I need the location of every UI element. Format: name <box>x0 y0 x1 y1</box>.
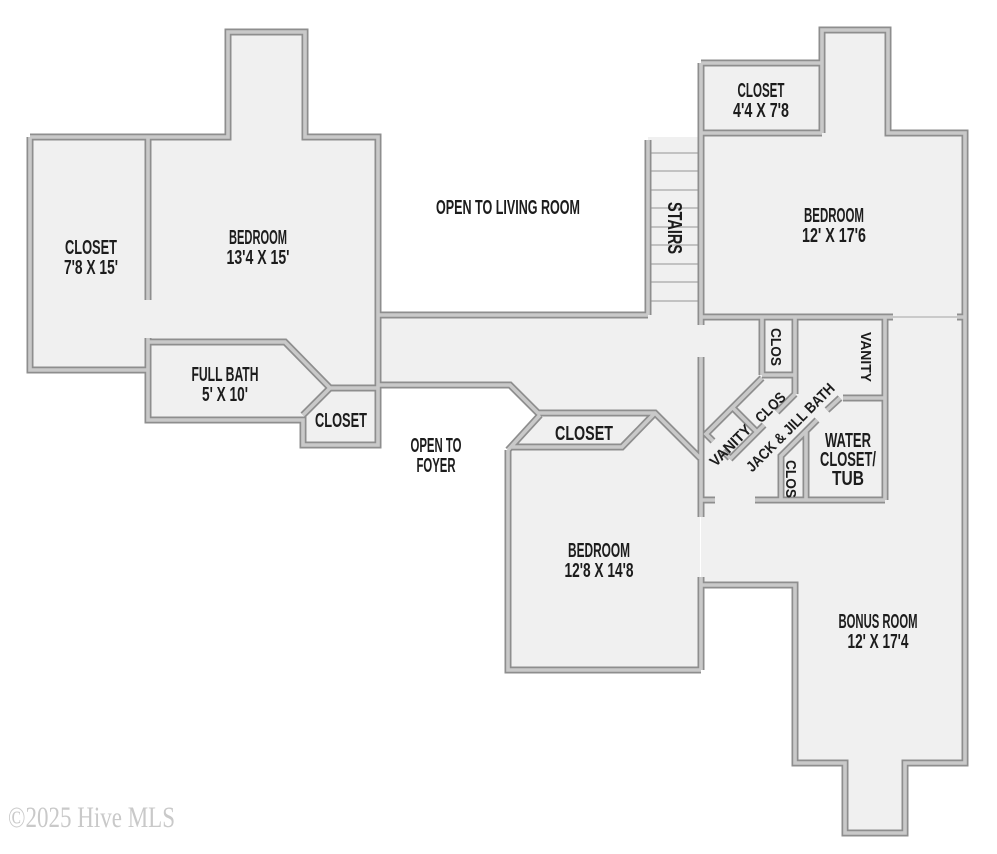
water-closet-line2: CLOSET/ <box>820 449 876 471</box>
vanity-right-label: VANITY <box>857 332 874 382</box>
stairs-label: STAIRS <box>663 202 685 254</box>
bonus-room-label: BONUS ROOM <box>839 611 918 633</box>
open-to-foyer-line2: FOYER <box>417 455 456 477</box>
clos-top-label: CLOS <box>767 328 784 366</box>
bedroom-13x15-dims: 13'4 X 15' <box>227 247 290 269</box>
water-closet-line3: TUB <box>832 468 864 490</box>
bedroom-12x14-label: BEDROOM <box>568 540 630 562</box>
bedroom-12x17-label: BEDROOM <box>804 205 864 227</box>
closet-4x7-dims: 4'4 X 7'8 <box>733 100 789 122</box>
full-bath-label: FULL BATH <box>192 364 259 386</box>
mls-watermark: ©2025 Hive MLS <box>8 801 175 834</box>
bedroom-12x14-dims: 12'8 X 14'8 <box>565 560 634 582</box>
bonus-room-dims: 12' X 17'4 <box>848 631 910 653</box>
hallway-floor <box>378 315 703 458</box>
full-bath-dims: 5' X 10' <box>202 384 248 406</box>
closet-left-label: CLOSET <box>65 237 117 259</box>
bedroom-12x17-dims: 12' X 17'6 <box>802 225 866 247</box>
clos-bottom-label: CLOS <box>782 460 799 498</box>
water-closet-line1: WATER <box>825 430 871 452</box>
hall-closet-label: CLOSET <box>315 410 367 432</box>
open-to-foyer-line1: OPEN TO <box>411 435 462 457</box>
bedroom-closet-label: CLOSET <box>555 423 613 445</box>
closet-left-dims: 7'8 X 15' <box>64 257 118 279</box>
stairs-floor <box>648 137 703 315</box>
open-to-living-room-label: OPEN TO LIVING ROOM <box>436 197 580 219</box>
right-wing-floor <box>701 30 965 833</box>
bedroom-12x14-floor <box>508 413 700 670</box>
bedroom-13x15-label: BEDROOM <box>229 227 287 249</box>
stair-treads <box>651 152 699 302</box>
left-wing-floor <box>30 32 378 445</box>
closet-4x7-label: CLOSET <box>738 80 785 102</box>
